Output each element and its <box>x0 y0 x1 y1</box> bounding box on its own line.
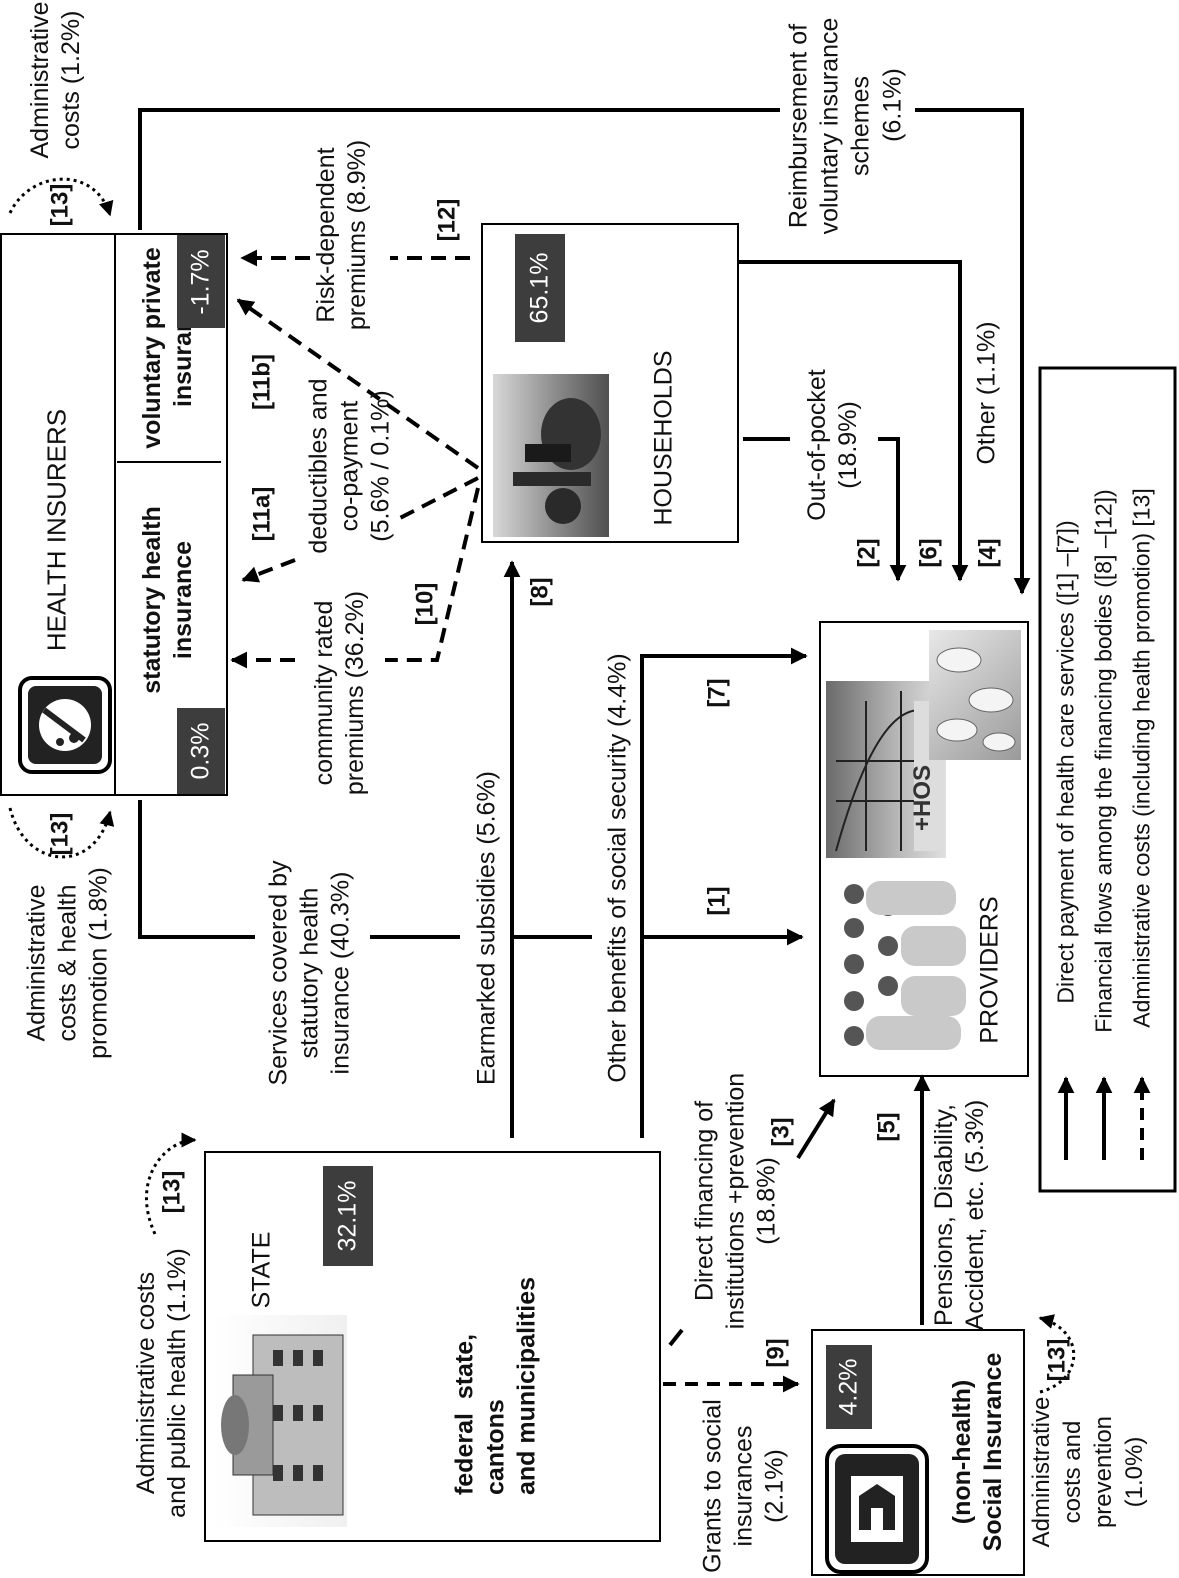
tag-11b: [11b] <box>248 353 276 411</box>
tag-13-top: [13] <box>46 183 74 227</box>
social-insurance-title: (non-health) Social Insurance <box>948 1352 1007 1552</box>
earmarked-label: Earmarked subsidies (5.6%) <box>472 770 501 1086</box>
social-insurance-pct: 4.2% <box>834 1358 863 1416</box>
tag-4: [4] <box>974 538 1002 568</box>
direct-financing-label: Direct financing of institutions +preven… <box>690 1072 781 1330</box>
households-title: HOUSEHOLDS <box>649 350 678 526</box>
insurers-admin-bottom: Administrative costs & health promotion … <box>22 867 113 1059</box>
tag-13-state: [13] <box>158 1170 186 1214</box>
doctors-photo <box>826 866 976 1060</box>
tag-7: [7] <box>703 678 731 708</box>
pills-photo <box>929 630 1021 760</box>
svg-text:+HOS: +HOS <box>909 765 936 831</box>
tag-8: [8] <box>526 577 554 607</box>
households-pct-badge: 65.1% <box>515 234 565 342</box>
households-box <box>481 223 739 543</box>
insurer-shield-icon <box>18 676 112 774</box>
households-pct: 65.1% <box>525 252 554 324</box>
tag-3: [3] <box>767 1117 795 1147</box>
state-subtitle: federal state, cantons and municipalitie… <box>450 1276 541 1496</box>
reimbursement-pct: (6.1%) <box>878 68 907 142</box>
social-insurance-building-icon <box>825 1444 929 1574</box>
tag-13-insurers-bottom: [13] <box>46 812 74 856</box>
pensions-label: Pensions, Disability, Accident, etc. (5.… <box>930 1099 989 1331</box>
tag-13-social: [13] <box>1043 1338 1071 1382</box>
legend-flows: Financial flows among the financing bodi… <box>1090 489 1117 1033</box>
voluntary-pct: -1.7% <box>186 248 215 315</box>
social-insurance-box <box>811 1329 1025 1576</box>
reimbursement-label: Reimbursement of voluntary insurance sch… <box>784 17 875 235</box>
tag-6: [6] <box>915 538 943 568</box>
households-photo <box>493 374 609 537</box>
legend-direct: Direct payment of health care services (… <box>1052 520 1079 1004</box>
state-admin: Administrative costs and public health (… <box>132 1248 191 1518</box>
state-pct-badge: 32.1% <box>323 1166 373 1266</box>
other-benefits-label: Other benefits of social security (4.4%) <box>603 653 632 1083</box>
out-of-pocket-label: Out-of-pocket (18.9%) <box>803 369 862 521</box>
tag-5: [5] <box>873 1112 901 1142</box>
insurers-admin-top: Administrative costs (1.2%) <box>26 1 85 159</box>
hospital-photo: +HOS <box>826 681 946 858</box>
grants-label: Grants to social insurances (2.1%) <box>698 1399 789 1573</box>
social-insurance-admin: Administrative costs and prevention (1.0… <box>1028 1396 1148 1548</box>
statutory-label: statutory health insurance <box>138 506 197 694</box>
deductibles-label: deductibles and co-payment (5.6% / 0.1%) <box>304 378 395 554</box>
community-premiums-label: community rated premiums (36.2%) <box>310 590 369 796</box>
statutory-pct-badge: 0.3% <box>177 708 225 794</box>
legend-admin: Administrative costs (including health p… <box>1128 488 1155 1028</box>
state-pct: 32.1% <box>333 1180 362 1252</box>
state-box <box>204 1151 661 1542</box>
tag-1: [1] <box>703 886 731 916</box>
tag-11a: [11a] <box>248 486 276 542</box>
legend-box <box>1038 366 1177 1193</box>
social-insurance-pct-badge: 4.2% <box>826 1345 872 1429</box>
tag-9: [9] <box>762 1338 790 1368</box>
tag-12: [12] <box>433 198 461 242</box>
statutory-pct: 0.3% <box>186 722 215 780</box>
tag-2: [2] <box>853 538 881 568</box>
providers-title: PROVIDERS <box>975 896 1004 1044</box>
voluntary-pct-badge: -1.7% <box>177 235 225 328</box>
state-title: STATE <box>247 1231 276 1309</box>
state-building-photo <box>213 1315 347 1527</box>
services-statutory-label: Services covered by statutory health ins… <box>264 860 355 1086</box>
risk-premiums-label: Risk-dependent premiums (8.9%) <box>312 139 371 331</box>
other-label: Other (1.1%) <box>972 321 1001 465</box>
tag-10: [10] <box>411 582 439 626</box>
insurers-title: HEALTH INSURERS <box>41 408 72 652</box>
